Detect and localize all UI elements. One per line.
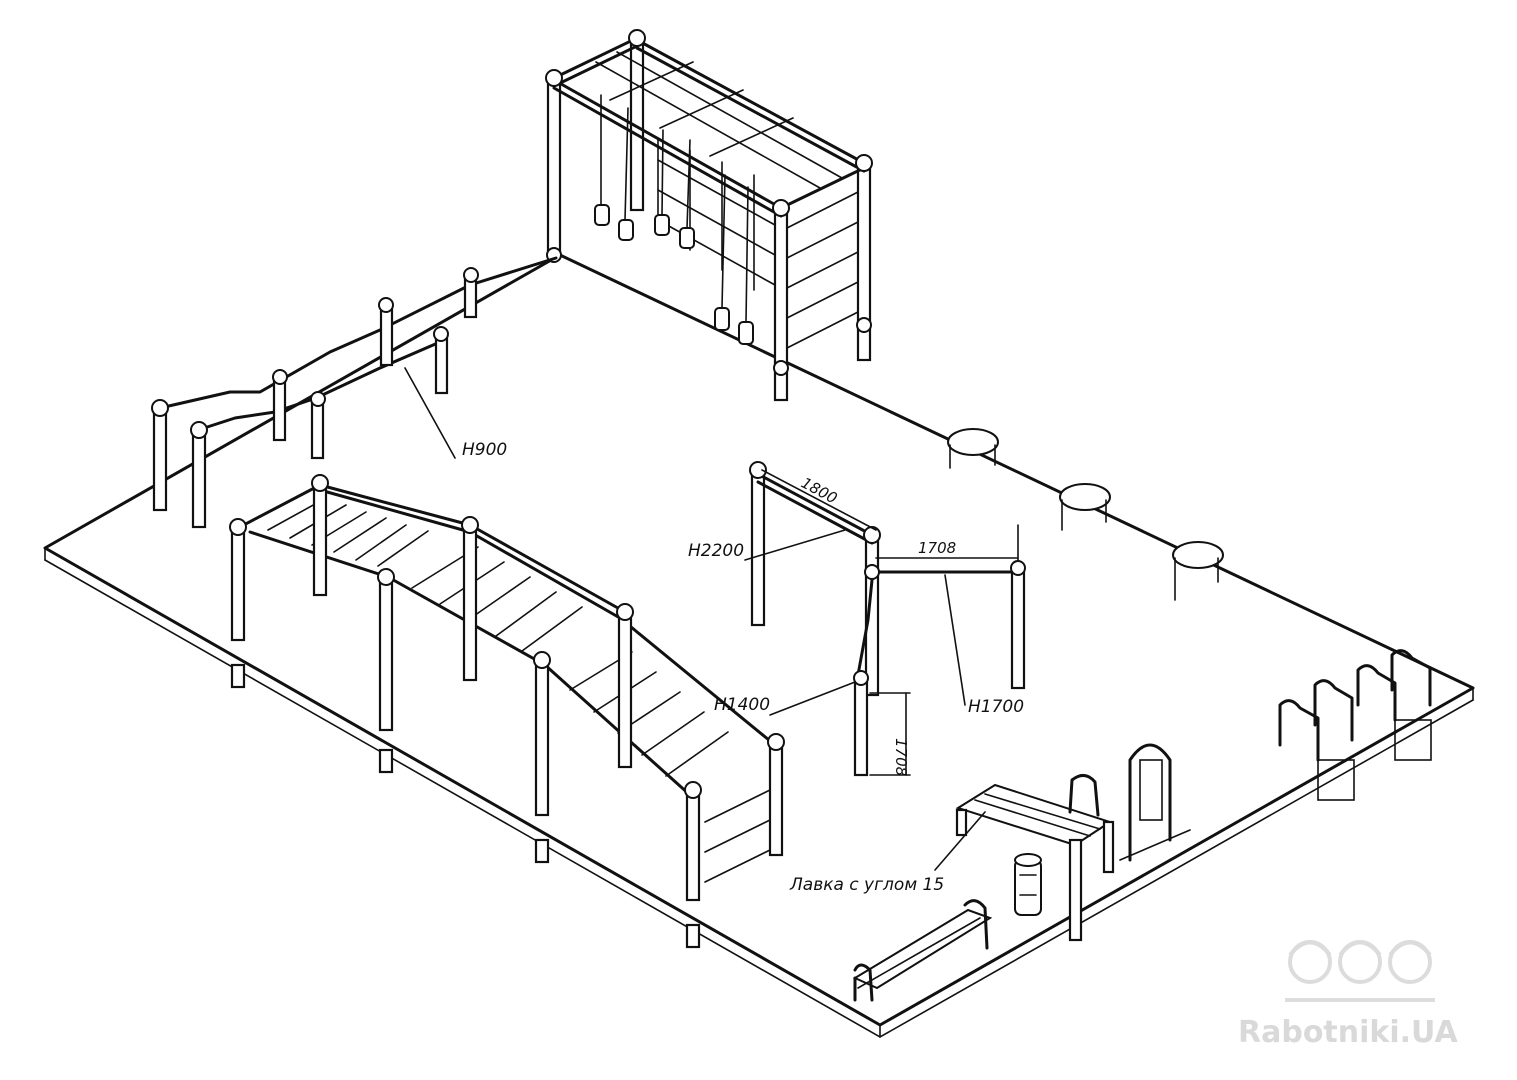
watermark-text: Rabotniki.UA xyxy=(1238,1015,1458,1050)
dimension-1800: 1800 xyxy=(798,474,840,508)
arch-ladder xyxy=(1119,743,1191,862)
label-h900: H900 xyxy=(462,440,507,460)
watermark: Rabotniki.UA xyxy=(1238,940,1458,1050)
label-h1700: H1700 xyxy=(968,697,1024,717)
gymnastic-rings xyxy=(594,94,754,345)
park-bench xyxy=(852,899,993,1002)
leader-lines xyxy=(404,367,986,871)
dimension-1708-horizontal: 1708 xyxy=(918,539,956,557)
incline-bench xyxy=(955,774,1115,942)
trash-bin xyxy=(1014,853,1042,916)
monkey-bars-complex xyxy=(229,474,785,949)
low-dip-bars xyxy=(1278,649,1432,801)
label-h2200: H2200 xyxy=(688,541,744,561)
parallel-bars-h900 xyxy=(151,256,558,529)
three-builders-helmet-icon xyxy=(1285,940,1435,1002)
label-h1400: H1400 xyxy=(714,695,770,715)
pullup-bars xyxy=(749,461,1026,777)
ground-platform xyxy=(43,253,1475,1038)
stepping-tables xyxy=(947,428,1224,601)
label-bench: Лавка с углом 15 xyxy=(789,875,944,895)
wall-bars-rings-frame xyxy=(545,29,873,402)
dimension-1708-vertical: 1708 xyxy=(892,738,910,776)
